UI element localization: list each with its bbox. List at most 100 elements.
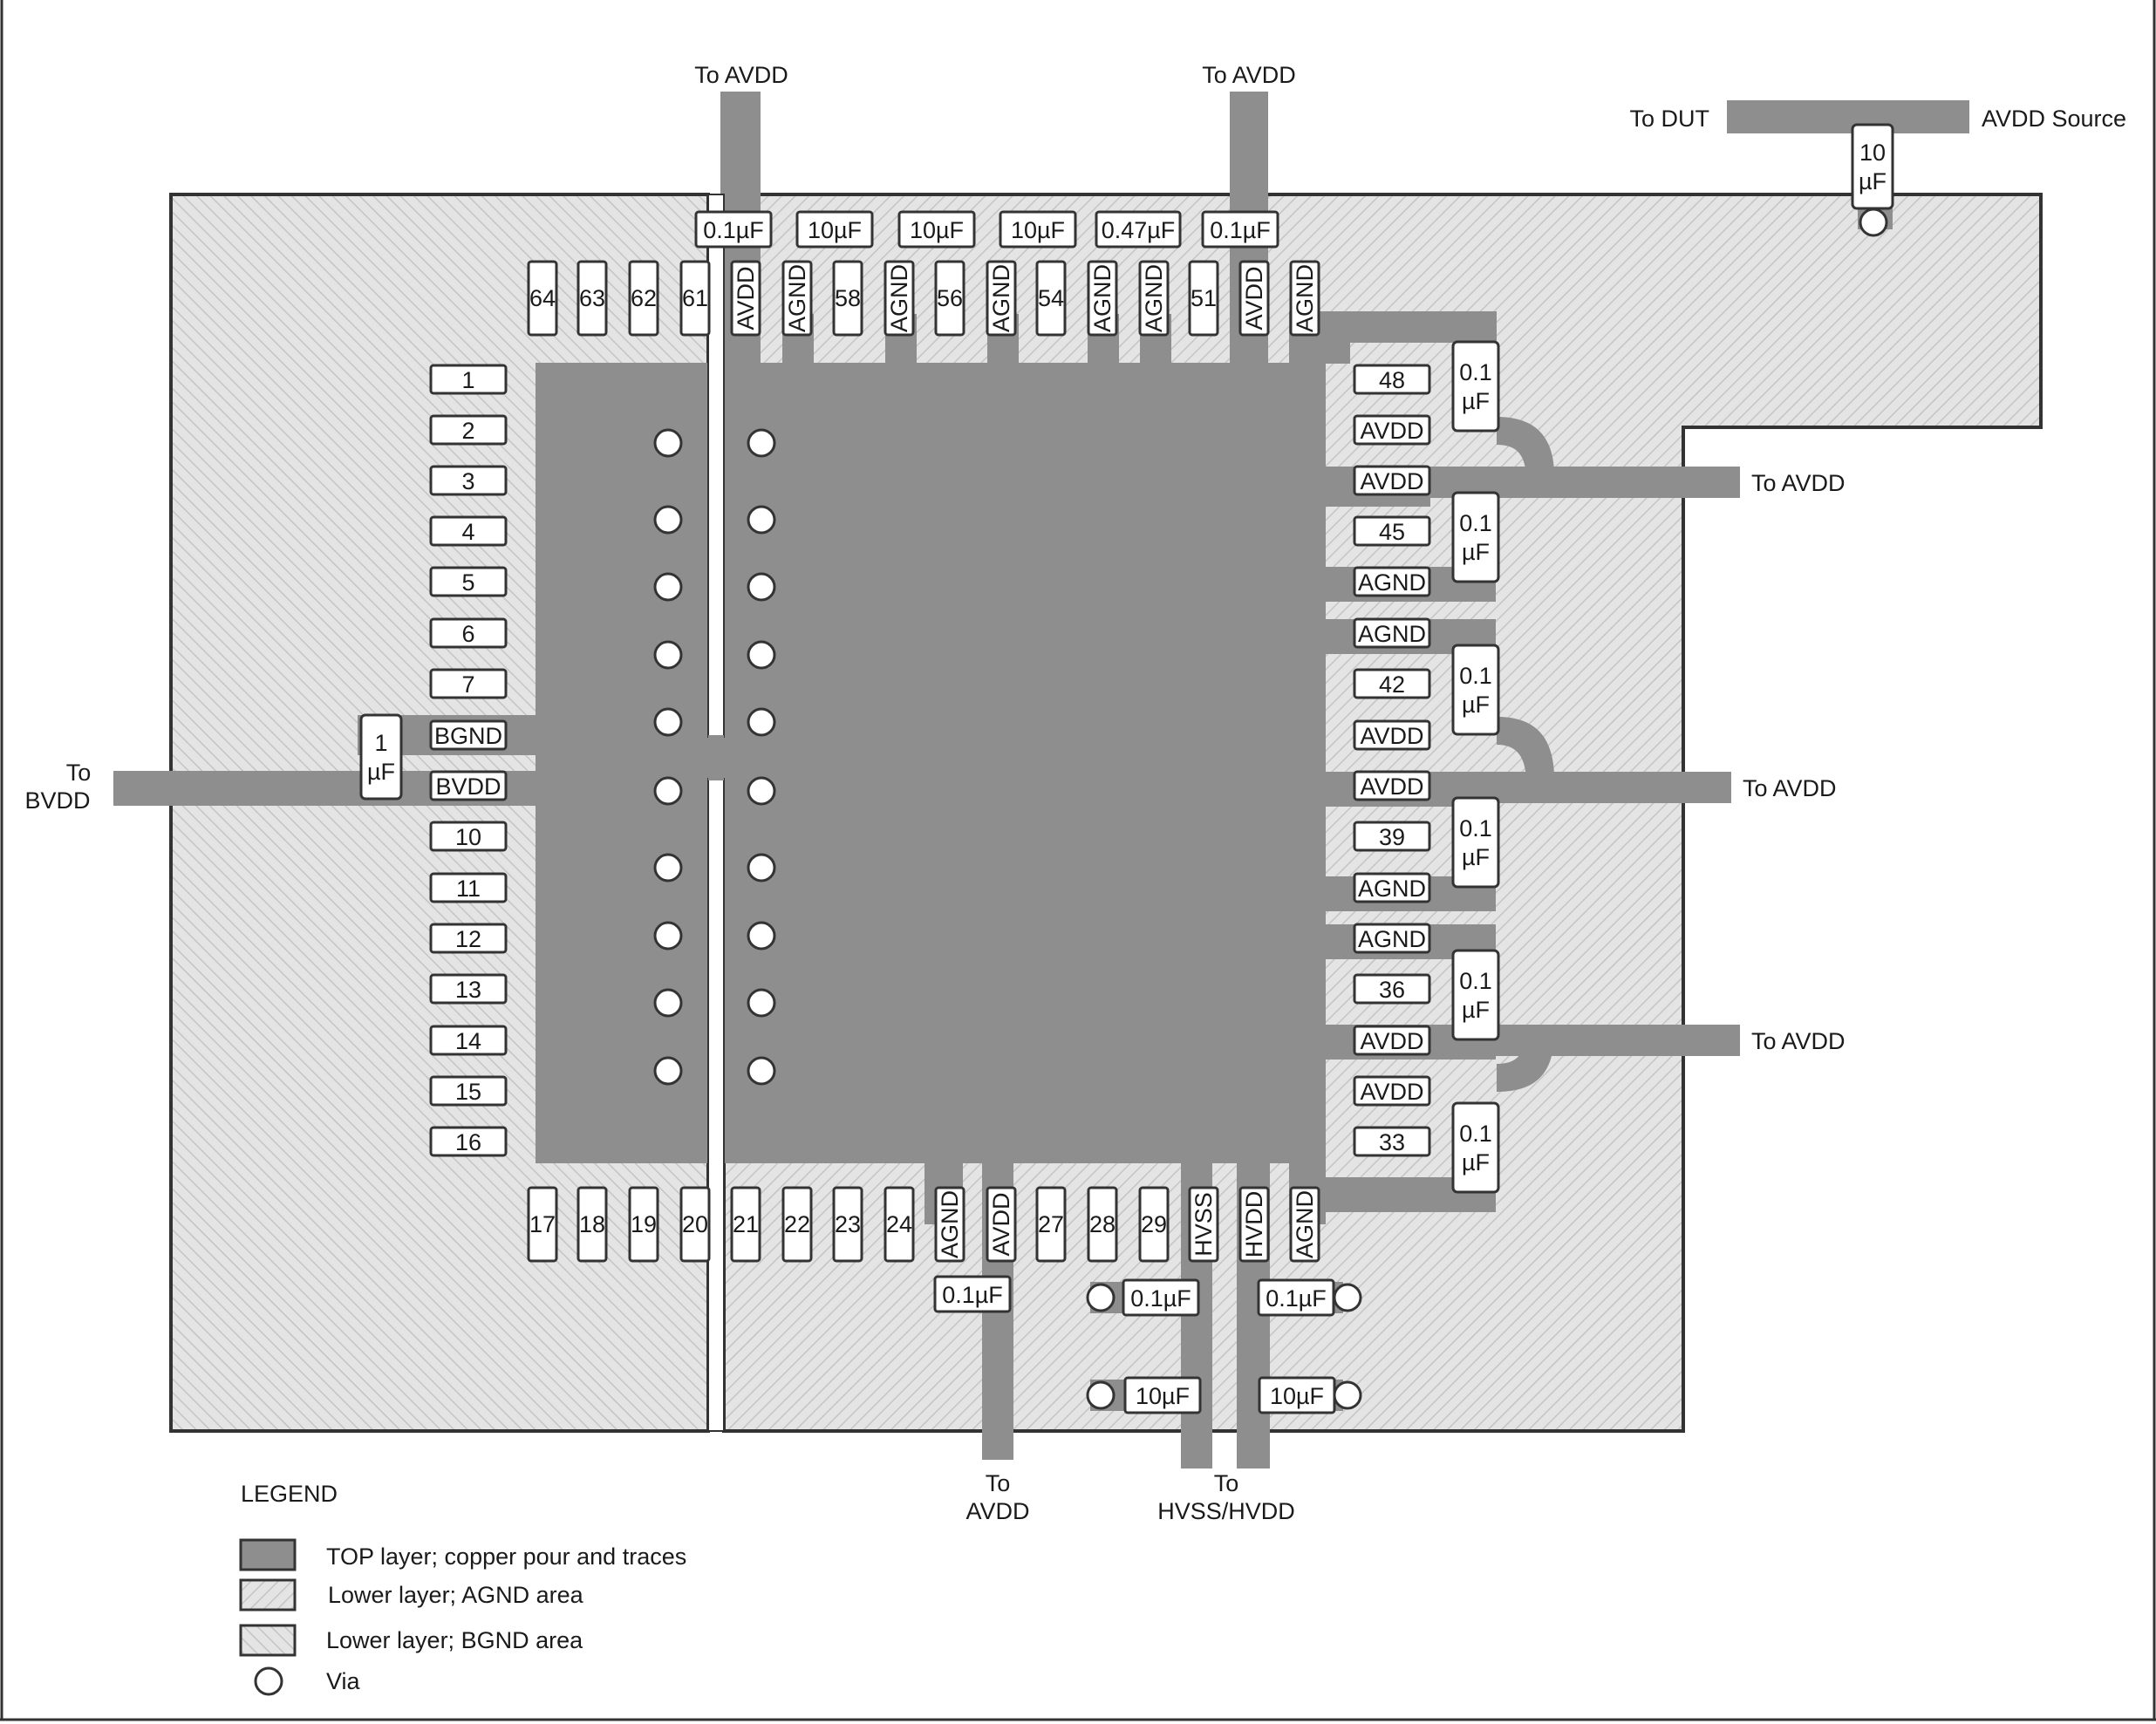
via [747, 921, 776, 951]
capacitor-bottom-4: 10µF [1123, 1376, 1202, 1414]
pin-16: 16 [429, 1126, 508, 1157]
pin-avdd: AVDD [1353, 1025, 1431, 1056]
capacitor-value: 0.1µF [1130, 1285, 1191, 1312]
pin-avdd: AVDD [730, 260, 761, 337]
pin-label: AVDD [1360, 468, 1423, 494]
pin-label: AVDD [1360, 1079, 1423, 1105]
pin-label: 51 [1191, 285, 1217, 311]
pin-22: 22 [781, 1186, 813, 1263]
pin-label: AGND [784, 264, 810, 332]
pin-agnd: AGND [934, 1186, 965, 1263]
pin-label: AVDD [1360, 773, 1423, 800]
via [1859, 208, 1888, 237]
pin-14: 14 [429, 1025, 508, 1056]
legend-item-copper: TOP layer; copper pour and traces [326, 1543, 686, 1570]
pin-1: 1 [429, 364, 508, 395]
via [747, 707, 776, 737]
pin-agnd: AGND [1289, 1186, 1320, 1263]
via [747, 853, 776, 882]
pin-label: 33 [1379, 1129, 1405, 1155]
pin-label: 45 [1379, 519, 1405, 545]
via [653, 988, 683, 1018]
pin-label: 21 [733, 1211, 759, 1237]
pin-label: 4 [461, 519, 474, 545]
capacitor-top-5: 0.47µF [1095, 210, 1182, 249]
capacitor-value: 0.1 [1459, 1121, 1492, 1147]
pin-11: 11 [429, 872, 508, 903]
to-bvdd-label-line-1: To [66, 760, 92, 786]
pin-5: 5 [429, 566, 508, 597]
via [653, 921, 683, 951]
capacitor-top-3: 10µF [897, 210, 976, 249]
via [747, 640, 776, 670]
pin-label: 54 [1038, 285, 1064, 311]
via [747, 428, 776, 458]
capacitor-unit: µF [367, 759, 395, 785]
pin-label: 11 [456, 876, 481, 902]
pin-39: 39 [1353, 821, 1431, 852]
capacitor-value: 10µF [1270, 1383, 1324, 1409]
pin-agnd: AGND [986, 260, 1017, 337]
via [653, 1056, 683, 1086]
source-trace [1727, 100, 1969, 133]
pin-label: 7 [461, 671, 474, 698]
pin-label: 15 [455, 1079, 481, 1105]
via [1333, 1380, 1362, 1410]
capacitor-top-1: 0.1µF [694, 210, 773, 249]
pin-label: 14 [455, 1028, 481, 1054]
pin-avdd: AVDD [1353, 1075, 1431, 1107]
via [1333, 1283, 1362, 1312]
pin-label: AGND [1358, 926, 1426, 952]
connection-labels: To AVDD To AVDD To DUT AVDD Source To AV… [24, 62, 2126, 1524]
pin-agnd: AGND [1087, 260, 1118, 337]
pin-hvdd: HVDD [1238, 1186, 1270, 1263]
pin-12: 12 [429, 923, 508, 954]
pin-58: 58 [832, 260, 863, 337]
pin-label: 2 [461, 418, 474, 444]
pin-27: 27 [1035, 1186, 1067, 1263]
pin-agnd: AGND [1353, 617, 1431, 649]
pin-label: AGND [1089, 264, 1116, 332]
legend-swatch-bgnd [239, 1624, 297, 1657]
pin-label: BGND [434, 723, 502, 749]
capacitor-value: 10 [1859, 140, 1886, 166]
pin-label: 17 [529, 1211, 556, 1237]
capacitor-value: 0.1 [1459, 815, 1492, 842]
pin-label: 58 [835, 285, 861, 311]
to-avdd-right-3-label: To AVDD [1751, 1028, 1846, 1054]
capacitor-bottom-2: 0.1µF [1122, 1278, 1200, 1317]
pin-6: 6 [429, 617, 508, 649]
pin-label: 61 [682, 285, 708, 311]
pin-label: AGND [886, 264, 912, 332]
capacitor-value: 1 [374, 730, 387, 756]
via [653, 428, 683, 458]
legend-item-bgnd: Lower layer; BGND area [326, 1627, 583, 1653]
capacitor-right-4: 0.1µF [1451, 796, 1500, 889]
pin-avdd: AVDD [1353, 719, 1431, 751]
capacitor-value: 0.1 [1459, 510, 1492, 536]
via [653, 505, 683, 535]
pin-23: 23 [832, 1186, 863, 1263]
pin-label: 28 [1089, 1211, 1116, 1237]
to-avdd-right-1-label: To AVDD [1751, 470, 1846, 496]
via [1086, 1380, 1116, 1410]
pin-label: AVDD [1360, 418, 1423, 444]
pin-avdd: AVDD [1238, 260, 1270, 337]
pin-18: 18 [577, 1186, 608, 1263]
pin-label: AVDD [988, 1192, 1014, 1256]
pin-label: 62 [631, 285, 657, 311]
capacitor-value: 0.1µF [1266, 1285, 1327, 1312]
pin-label: AVDD [733, 266, 759, 330]
capacitor-right-5: 0.1µF [1451, 949, 1500, 1041]
pin-avdd: AVDD [1353, 465, 1431, 496]
to-bvdd-label-line-2: BVDD [24, 787, 90, 814]
via [653, 707, 683, 737]
legend-swatch-agnd [239, 1578, 297, 1612]
capacitor-value: 0.47µF [1102, 217, 1176, 243]
pin-hvss: HVSS [1188, 1186, 1219, 1263]
pin-label: BVDD [435, 773, 501, 800]
pin-bgnd: BGND [429, 719, 508, 751]
capacitor-bvdd: 1 µF [359, 713, 403, 801]
legend-item-via: Via [326, 1668, 361, 1694]
